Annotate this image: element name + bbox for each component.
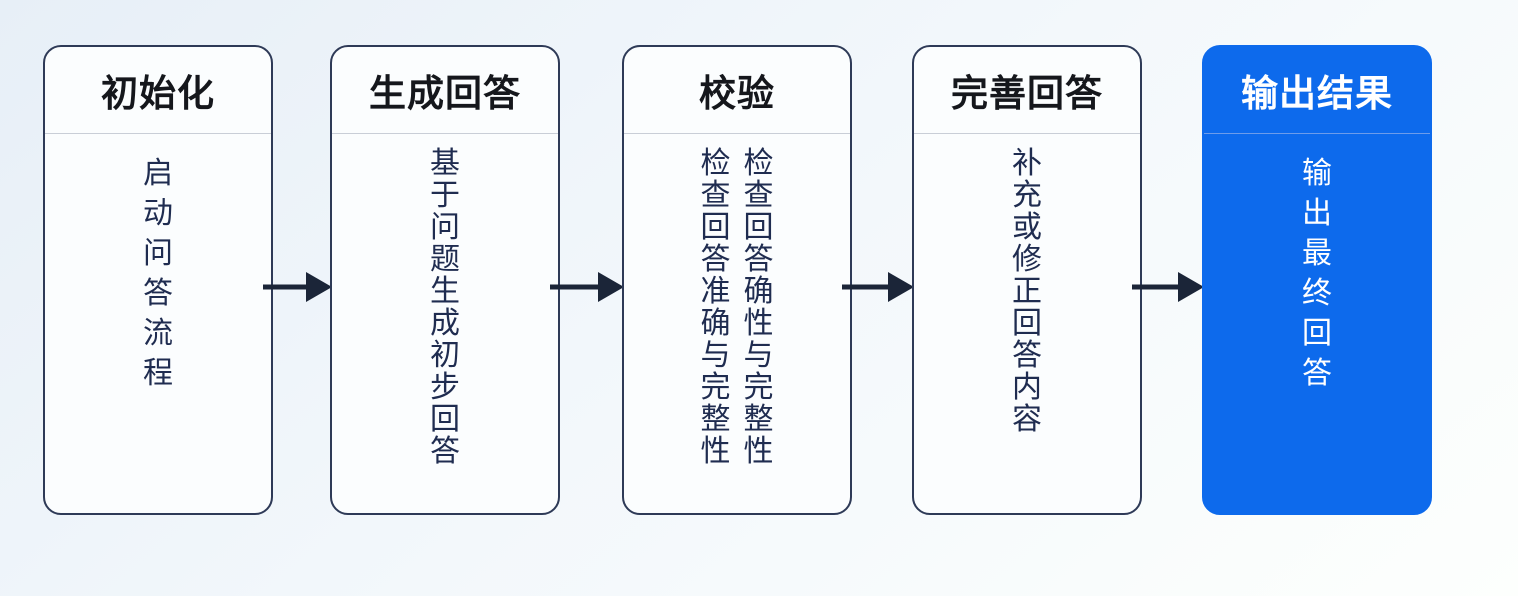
flow-arrow-icon [550, 272, 624, 302]
flow-arrow-icon [1132, 272, 1204, 302]
step-title: 完善回答 [951, 73, 1103, 114]
vertical-text: 补充或修正回答内容 [1012, 147, 1042, 436]
step-card-verification: 校验 检查回答准确与完整性 检查回答确性与完整性 [622, 45, 852, 515]
divider [1204, 133, 1430, 134]
step-header: 校验 [624, 47, 850, 133]
step-title: 初始化 [101, 73, 215, 114]
step-header: 输出结果 [1204, 47, 1430, 133]
divider [624, 133, 850, 134]
divider [332, 133, 558, 134]
step-card-generate-answer: 生成回答 基于问题生成初步回答 [330, 45, 560, 515]
vertical-text: 检查回答准确与完整性 [700, 147, 731, 468]
vertical-text: 启动问答流程 [143, 157, 173, 390]
step-card-output-result: 输出结果 输出最终回答 [1202, 45, 1432, 515]
step-card-refine-answer: 完善回答 补充或修正回答内容 [912, 45, 1142, 515]
vertical-text: 基于问题生成初步回答 [430, 147, 460, 468]
step-body: 基于问题生成初步回答 [332, 134, 558, 513]
step-header: 生成回答 [332, 47, 558, 133]
step-title: 校验 [699, 73, 775, 114]
flow-arrow-icon [842, 272, 914, 302]
divider [45, 133, 271, 134]
step-body: 检查回答准确与完整性 检查回答确性与完整性 [624, 134, 850, 513]
step-header: 初始化 [45, 47, 271, 133]
vertical-text: 检查回答确性与完整性 [743, 147, 774, 468]
step-body: 输出最终回答 [1204, 134, 1430, 513]
step-header: 完善回答 [914, 47, 1140, 133]
step-body: 补充或修正回答内容 [914, 134, 1140, 513]
step-title: 生成回答 [369, 73, 521, 114]
vertical-text: 输出最终回答 [1302, 157, 1332, 390]
divider [914, 133, 1140, 134]
step-title: 输出结果 [1241, 73, 1393, 114]
step-card-initialization: 初始化 启动问答流程 [43, 45, 273, 515]
step-body: 启动问答流程 [45, 134, 271, 513]
flow-arrow-icon [263, 272, 332, 302]
